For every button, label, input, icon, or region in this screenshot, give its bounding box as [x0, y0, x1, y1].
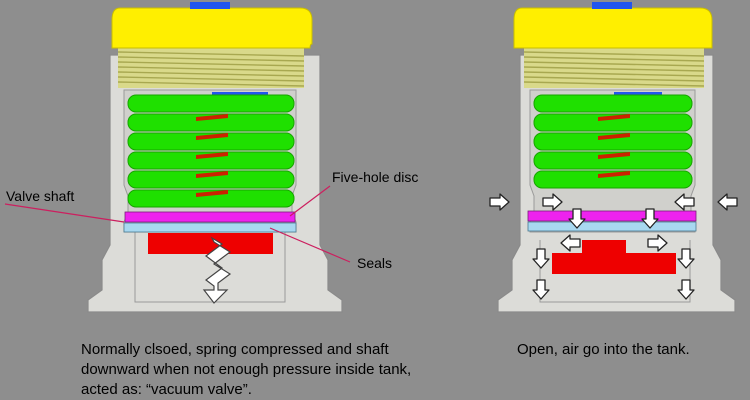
- five-hole-disc-label: Five-hole disc: [332, 169, 418, 185]
- left-valve-plug: [148, 233, 273, 254]
- right-cap-indicator: [592, 2, 632, 9]
- right-cap: [513, 7, 713, 49]
- right-valve-plug: [552, 240, 676, 274]
- seals-label: Seals: [357, 255, 392, 271]
- right-spring: [533, 94, 693, 189]
- left-cap-indicator: [190, 2, 230, 9]
- right-seal: [527, 221, 697, 232]
- closed-caption-line-3: acted as: “vacuum valve”.: [81, 381, 252, 398]
- left-five-hole-disc: [124, 211, 296, 223]
- left-cap: [111, 7, 313, 49]
- arrow-right-icon: [489, 193, 510, 211]
- closed-caption-line-1: Normally clsoed, spring compressed and s…: [81, 341, 389, 358]
- left-shaft-marks: [196, 114, 228, 197]
- valve-shaft-label: Valve shaft: [6, 188, 74, 204]
- right-valve-outlet: [539, 240, 691, 303]
- open-caption-text: Open, air go into the tank.: [517, 341, 690, 358]
- right-shaft-marks: [598, 114, 630, 178]
- closed-state-caption: Normally clsoed, spring compressed and s…: [81, 340, 501, 400]
- closed-caption-line-2: downward when not enough pressure inside…: [81, 361, 412, 378]
- left-seal: [123, 222, 297, 233]
- arrow-left-icon: [717, 193, 738, 211]
- left-valve-outlet: [134, 232, 286, 303]
- left-valve-closed: [87, 2, 343, 313]
- squiggle-arrow-icon: [202, 236, 232, 304]
- left-spring: [127, 94, 295, 208]
- leader-lines: [4, 185, 351, 263]
- right-valve-open: [497, 2, 736, 313]
- left-threads: [117, 48, 305, 88]
- right-five-hole-disc: [527, 210, 697, 222]
- right-threads: [523, 48, 705, 88]
- open-state-caption: Open, air go into the tank.: [517, 340, 737, 360]
